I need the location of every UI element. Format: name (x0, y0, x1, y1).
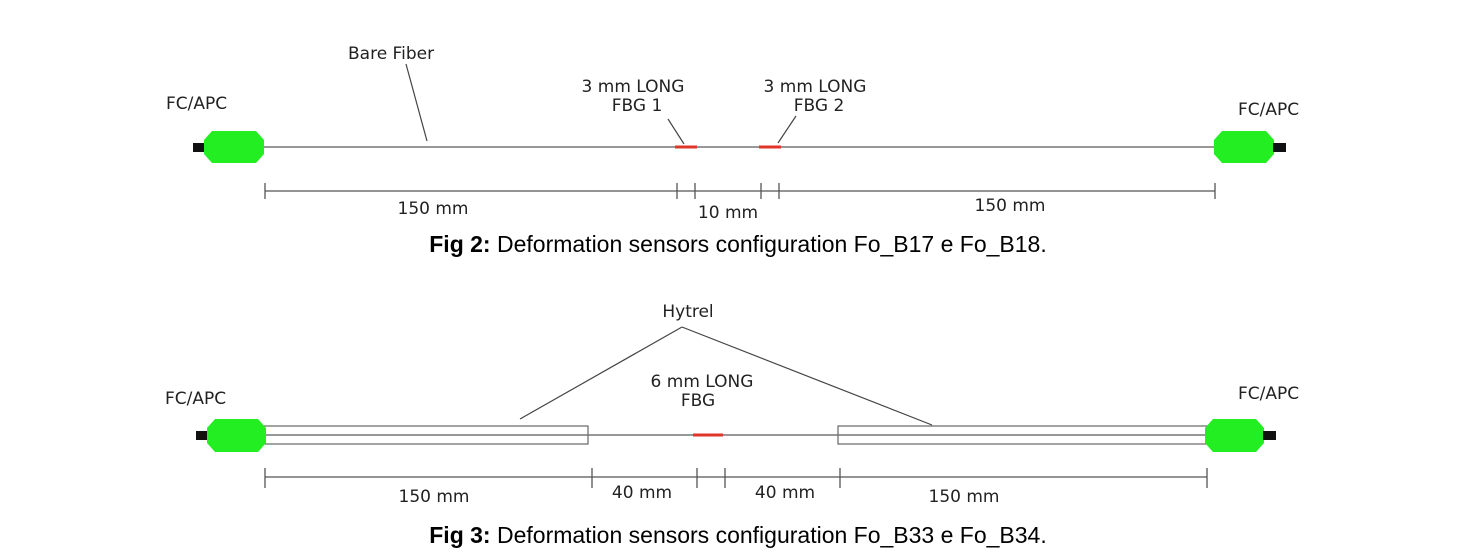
fig3-dim-left-label: 150 mm (399, 487, 470, 507)
fig2-caption-text: Deformation sensors configuration Fo_B17… (491, 231, 1047, 257)
fig2-bare-fiber-leader (405, 63, 428, 142)
fig3-diagram: FC/APC FC/APC Hytrel 6 mm LONG FBG 150 m… (165, 302, 1299, 548)
fig2-fbg1-label-line2: FBG 1 (612, 96, 663, 116)
fig3-right-connector (1205, 419, 1276, 452)
fig3-caption-bold: Fig 3: (429, 522, 490, 548)
fig2-fbg2-label-line1: 3 mm LONG (764, 77, 867, 97)
fig3-left-connector-label: FC/APC (165, 389, 226, 409)
fig2-caption-bold: Fig 2: (429, 231, 490, 257)
fig3-caption: Fig 3: Deformation sensors configuration… (429, 522, 1047, 548)
fig2-fbg2-label-line2: FBG 2 (794, 96, 845, 116)
fig2-diagram: FC/APC FC/APC Bare Fiber 3 mm LONG FBG 1… (166, 44, 1299, 257)
fig3-fbg-label-line2: FBG (681, 391, 715, 411)
fig3-right-connector-tip (1263, 431, 1276, 440)
fig3-dimension-line (264, 468, 1208, 488)
fig2-left-connector-label: FC/APC (166, 94, 227, 114)
fig2-bare-fiber-label: Bare Fiber (348, 44, 434, 64)
fig3-hytrel-label: Hytrel (662, 302, 713, 322)
fig3-hytrel-leader-right (681, 326, 933, 426)
fig3-right-connector-label: FC/APC (1238, 384, 1299, 404)
fig2-caption: Fig 2: Deformation sensors configuration… (429, 231, 1047, 257)
fig2-fbg2-leader (777, 115, 797, 144)
fig2-dim-left-label: 150 mm (398, 199, 469, 219)
fig2-left-connector (193, 131, 264, 163)
fig2-left-connector-body (204, 131, 264, 163)
fig3-dim-right-label: 150 mm (929, 487, 1000, 507)
fig3-right-connector-body (1205, 419, 1264, 452)
fig2-dim-middle-label: 10 mm (698, 203, 758, 223)
fig2-right-connector-label: FC/APC (1238, 100, 1299, 120)
fig3-fbg-label-line1: 6 mm LONG (651, 372, 754, 392)
fig3-left-connector-tip (196, 431, 209, 440)
fig3-left-connector (196, 419, 266, 452)
fig3-left-connector-body (207, 419, 266, 452)
fig2-left-connector-tip (193, 143, 206, 152)
fig2-right-connector-body (1214, 131, 1274, 163)
fig2-right-connector (1214, 131, 1286, 163)
fig2-dimension-line (264, 183, 1216, 199)
fig2-right-connector-tip (1273, 143, 1286, 152)
fig3-hytrel-leader-left (519, 326, 683, 420)
fig2-dim-right-label: 150 mm (975, 196, 1046, 216)
fig3-dim-mid-right-label: 40 mm (755, 483, 815, 503)
fig3-dim-mid-left-label: 40 mm (612, 483, 672, 503)
fig2-fbg1-label-line1: 3 mm LONG (582, 77, 685, 97)
fig3-caption-text: Deformation sensors configuration Fo_B33… (491, 522, 1047, 548)
fig2-fbg1-leader (667, 118, 685, 145)
